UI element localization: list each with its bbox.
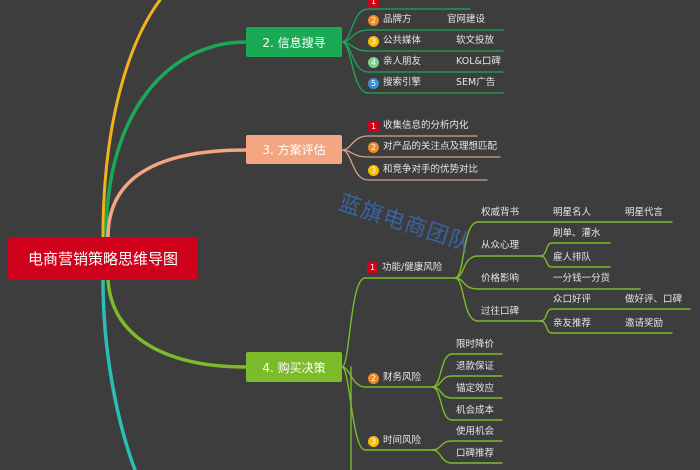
past-reputation[interactable]: 过往口碑	[481, 306, 520, 317]
celebrity-endorsement[interactable]: 明星代言	[625, 207, 664, 218]
price-quality[interactable]: 一分钱一分货	[553, 273, 611, 284]
number-badge-2: 2	[368, 142, 379, 153]
friend-referral[interactable]: 亲友推荐	[553, 318, 592, 329]
financial-item[interactable]: 锚定效应	[456, 383, 495, 394]
risk-function-health[interactable]: 功能/健康风险	[382, 262, 443, 273]
branch5-connector	[101, 278, 137, 470]
info-source-search-engine[interactable]: 搜索引擎	[383, 77, 422, 88]
branch-info-search[interactable]: 2. 信息搜寻	[246, 27, 342, 57]
time-item[interactable]: 使用机会	[456, 426, 495, 437]
info-source-brand-detail[interactable]: 官网建设	[447, 14, 486, 25]
celebrity[interactable]: 明星名人	[553, 207, 592, 218]
evaluation-item[interactable]: 收集信息的分析内化	[383, 120, 469, 131]
number-badge-1: 1	[368, 121, 379, 132]
financial-item[interactable]: 退款保证	[456, 361, 495, 372]
branch3-connector	[106, 148, 248, 239]
info-source-friends[interactable]: 亲人朋友	[383, 56, 422, 67]
financial-item[interactable]: 限时降价	[456, 339, 495, 350]
info-source-friends-detail[interactable]: KOL&口碑	[456, 56, 501, 67]
branch-purchase-decision[interactable]: 4. 购买决策	[246, 352, 342, 382]
hired-queue[interactable]: 雇人排队	[553, 252, 592, 263]
risk-financial[interactable]: 财务风险	[383, 372, 422, 383]
branch-evaluation[interactable]: 3. 方案评估	[246, 135, 342, 164]
number-badge-3: 3	[368, 436, 379, 447]
info-source-media-detail[interactable]: 软文投放	[456, 35, 495, 46]
price-influence[interactable]: 价格影响	[481, 273, 520, 284]
authority-endorsement[interactable]: 权威背书	[481, 207, 520, 218]
number-badge-3: 3	[368, 36, 379, 47]
number-badge-1: 1	[368, 0, 379, 7]
number-badge-3: 3	[368, 165, 379, 176]
time-item[interactable]: 口碑推荐	[456, 448, 495, 459]
referral-reward[interactable]: 邀请奖励	[625, 318, 664, 329]
number-badge-1: 1	[367, 262, 378, 273]
evaluation-item[interactable]: 对产品的关注点及理想匹配	[383, 141, 498, 152]
number-badge-5: 5	[368, 78, 379, 89]
branch2-connector	[104, 40, 248, 239]
fake-orders[interactable]: 刷单、灌水	[553, 228, 601, 239]
info-source-search-engine-detail[interactable]: SEM广告	[456, 77, 496, 88]
public-praise[interactable]: 众口好评	[553, 294, 592, 305]
build-reviews[interactable]: 做好评、口碑	[625, 294, 683, 305]
info-source-media[interactable]: 公共媒体	[383, 35, 422, 46]
risk-time[interactable]: 时间风险	[383, 435, 422, 446]
branch4-connector	[106, 278, 248, 369]
number-badge-2: 2	[368, 15, 379, 26]
root-node[interactable]: 电商营销策略思维导图	[8, 237, 198, 280]
branch1-connector	[101, 0, 162, 239]
number-badge-4: 4	[368, 57, 379, 68]
info-source-brand[interactable]: 品牌方	[383, 14, 412, 25]
evaluation-item[interactable]: 和竞争对手的优势对比	[383, 164, 479, 175]
herd-mentality[interactable]: 从众心理	[481, 240, 520, 251]
number-badge-2: 2	[368, 373, 379, 384]
financial-item[interactable]: 机会成本	[456, 405, 495, 416]
